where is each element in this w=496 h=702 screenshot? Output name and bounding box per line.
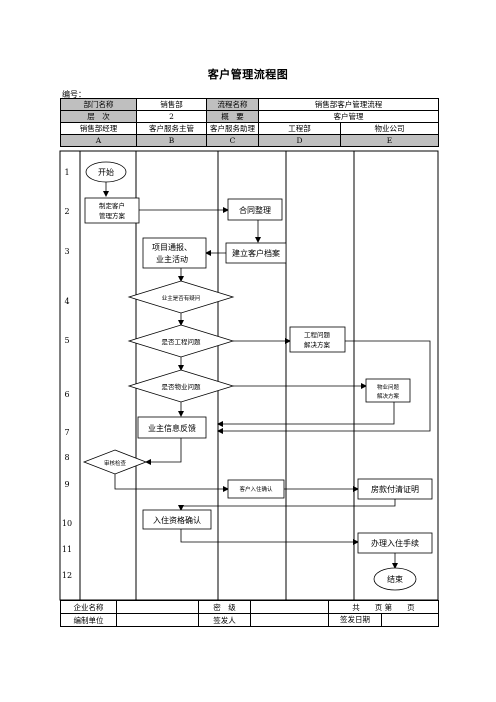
property-solution-label: 物业问题: [377, 383, 400, 391]
feedback-node: [137, 416, 207, 439]
row-number: 4: [64, 297, 69, 306]
row-number: 8: [64, 453, 69, 462]
report-label: 项目通报、: [152, 242, 192, 252]
qualify-node: [142, 509, 212, 530]
lane-letter-b: B: [136, 134, 207, 147]
report-node: [142, 237, 207, 269]
property-solution-node: [365, 378, 411, 403]
company-label: 企业名称: [60, 600, 117, 614]
checkin-node: [357, 532, 433, 554]
arrow-audit-confirm: [114, 474, 229, 492]
row-number: 2: [64, 207, 69, 216]
property-solution-label: 解决方案: [377, 392, 400, 400]
end-label: 结束: [387, 574, 403, 584]
end-node: [373, 567, 417, 591]
signer-value: [250, 613, 329, 627]
feedback-label: 业主信息反馈: [148, 423, 196, 433]
arrow-propsol-feedback: [217, 402, 395, 427]
lane-letter-c: C: [206, 134, 259, 147]
audit-node: [82, 449, 148, 475]
security-level-label: 密 级: [198, 600, 251, 614]
archive-node: [225, 242, 287, 264]
start-label: 开始: [98, 167, 114, 177]
owner-question-node: [127, 280, 235, 314]
row-number: 6: [64, 390, 69, 399]
arrow-engsol-feedback: [217, 340, 431, 434]
qualify-label: 入住资格确认: [153, 515, 201, 525]
date-value: [382, 615, 438, 626]
payoff-node: [357, 478, 433, 500]
report-label: 业主活动: [156, 254, 188, 264]
plan-node: [84, 197, 140, 224]
lane-letter-d: D: [258, 134, 341, 147]
payoff-label: 房款付清证明: [371, 484, 419, 494]
owner-question-label: 业主是否有疑问: [162, 294, 201, 302]
header-table: 部门名称 销售部 流程名称 销售部客户管理流程 层 次 2 概 要 客户管理 销…: [60, 98, 439, 147]
arrow-feedback-audit: [145, 438, 182, 465]
signer-label: 签发人: [198, 613, 251, 627]
page-count: 共 页 第 页: [328, 600, 439, 614]
plan-label: 制定客户: [99, 201, 125, 210]
lane-letter-a: A: [60, 134, 137, 147]
code-label: 编号：: [62, 90, 86, 99]
date-cell: 签发日期: [328, 613, 439, 627]
company-value: [116, 600, 199, 614]
row-number: 5: [64, 336, 69, 345]
row-number: 3: [64, 247, 69, 256]
contract-label: 合同整理: [239, 205, 271, 215]
row-number: 9: [64, 480, 69, 489]
arrow-payoff-qualify: [178, 498, 396, 511]
confirm-label: 客户入住确认: [239, 485, 273, 493]
confirm-node: [227, 479, 285, 499]
engineering-solution-label: 解决方案: [304, 340, 331, 349]
security-level-value: [250, 600, 329, 614]
audit-label: 审核检查: [104, 459, 127, 467]
row-number: 7: [64, 428, 69, 437]
property-question-label: 是否物业问题: [162, 382, 202, 391]
contract-node: [227, 198, 283, 221]
row-number: 11: [62, 545, 72, 554]
engineering-solution-node: [289, 326, 346, 353]
engineering-question-label: 是否工程问题: [162, 337, 202, 346]
unit-label: 编制单位: [60, 613, 117, 627]
date-label: 签发日期: [330, 614, 382, 626]
checkin-label: 办理入住手续: [371, 538, 419, 548]
row-number: 12: [62, 571, 72, 580]
footer-table: 企业名称 密 级 共 页 第 页 编制单位 签发人 签发日期: [60, 600, 439, 627]
engineering-question-node: [127, 324, 235, 358]
arrow-qualify-checkin: [180, 529, 359, 545]
lane-letter-e: E: [340, 134, 439, 147]
page-title: 客户管理流程图: [207, 68, 289, 81]
engineering-solution-label: 工程问题: [304, 330, 331, 339]
plan-label: 管理方案: [99, 211, 126, 220]
property-question-node: [127, 369, 235, 403]
row-number: 10: [62, 519, 72, 528]
archive-label: 建立客户档案: [232, 248, 280, 258]
unit-value: [116, 613, 199, 627]
start-node: [85, 161, 127, 183]
row-number: 1: [64, 168, 69, 177]
